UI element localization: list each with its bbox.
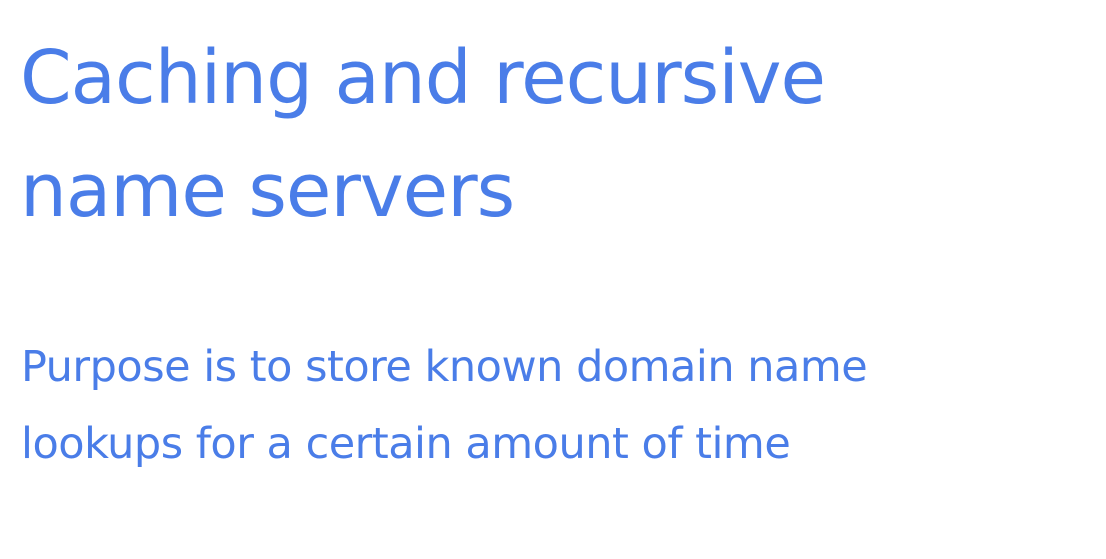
slide-body-line-1: Purpose is to store known domain name [21, 342, 868, 392]
slide-title-line-1: Caching and recursive [20, 35, 826, 121]
slide-title: Caching and recursive name servers [20, 22, 1080, 248]
slide-body-text: Purpose is to store known domain name lo… [21, 329, 1096, 483]
slide-body-line-2: lookups for a certain amount of time [21, 419, 791, 469]
slide-title-line-2: name servers [20, 148, 515, 234]
